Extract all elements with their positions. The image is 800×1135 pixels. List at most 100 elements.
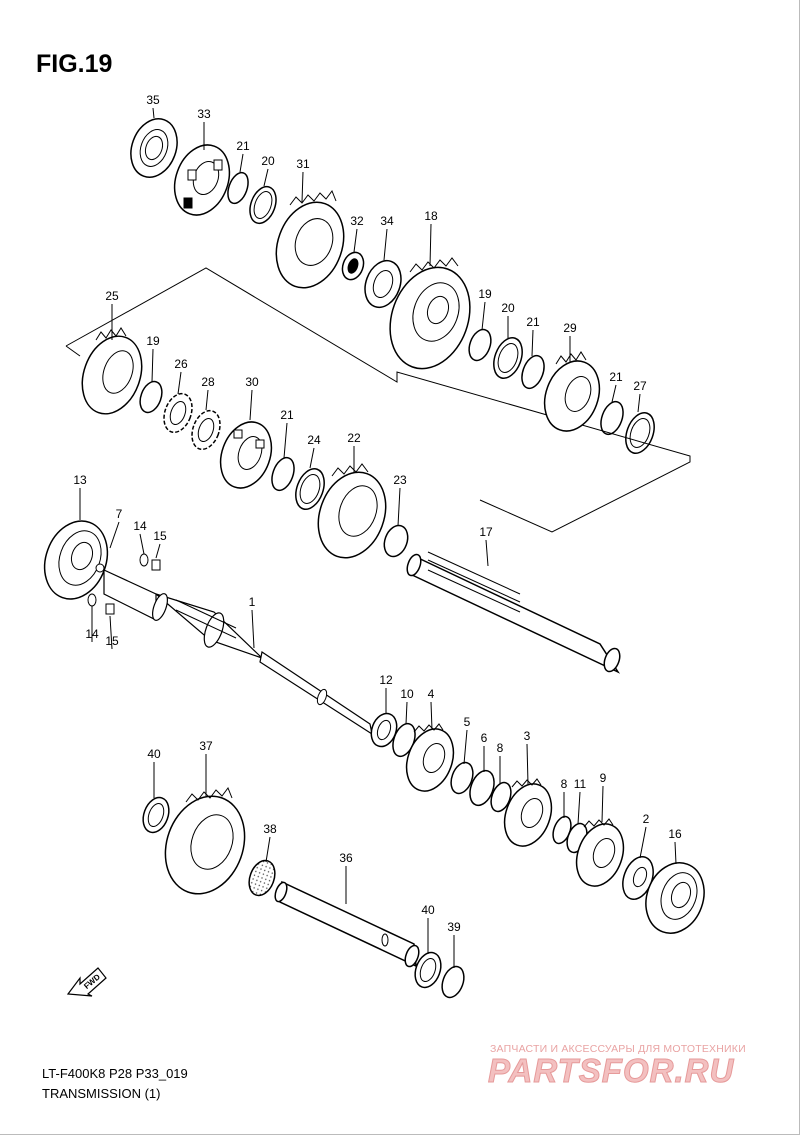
callout-label[interactable]: 29 xyxy=(563,321,577,335)
circlip-8a[interactable] xyxy=(487,780,514,814)
callout-label[interactable]: 26 xyxy=(174,357,188,371)
washer-12[interactable] xyxy=(367,710,401,750)
circlip-21a[interactable] xyxy=(224,170,252,206)
bearing-35[interactable] xyxy=(123,112,185,183)
gear-37[interactable] xyxy=(152,785,258,905)
callout-label[interactable]: 4 xyxy=(428,687,435,701)
callout-label[interactable]: 19 xyxy=(146,334,160,348)
callout-label[interactable]: 21 xyxy=(609,370,623,384)
pin-7[interactable] xyxy=(95,563,105,573)
callout-label[interactable]: 17 xyxy=(479,525,493,539)
washer-24[interactable] xyxy=(291,465,330,513)
callout-label[interactable]: 10 xyxy=(400,687,414,701)
screw-15b[interactable] xyxy=(105,603,115,615)
callout-label[interactable]: 1 xyxy=(249,595,256,609)
gear-18[interactable] xyxy=(377,256,484,380)
leader-line xyxy=(429,223,432,267)
needle-bearing-38[interactable] xyxy=(245,857,280,899)
callout-label[interactable]: 28 xyxy=(201,375,215,389)
bushing-32[interactable] xyxy=(339,249,367,282)
callout-label[interactable]: 40 xyxy=(421,903,435,917)
gear-3[interactable] xyxy=(496,777,559,852)
leader-line xyxy=(109,615,113,650)
gear-22[interactable] xyxy=(307,463,397,568)
circlip-21d[interactable] xyxy=(268,455,298,494)
gear-31[interactable] xyxy=(265,189,355,297)
callout-label[interactable]: 12 xyxy=(379,673,393,687)
group-outline-left xyxy=(65,345,81,357)
callout-label[interactable]: 8 xyxy=(561,777,568,791)
lock-washer-26[interactable] xyxy=(159,390,197,436)
callout-label[interactable]: 37 xyxy=(199,739,213,753)
callout-label[interactable]: 8 xyxy=(497,741,504,755)
callout-label[interactable]: 18 xyxy=(424,209,438,223)
bushing-5[interactable] xyxy=(447,760,477,797)
gear-2[interactable] xyxy=(617,853,658,904)
callout-label[interactable]: 20 xyxy=(261,154,275,168)
bushing-19b[interactable] xyxy=(136,379,166,416)
callout-label[interactable]: 24 xyxy=(307,433,321,447)
washer-40b[interactable] xyxy=(411,949,446,991)
washer-34[interactable] xyxy=(359,256,407,313)
main-shaft-1[interactable] xyxy=(103,569,373,736)
circlip-39[interactable] xyxy=(438,964,468,1001)
screw-15a[interactable] xyxy=(151,559,161,571)
clutch-dog-33[interactable] xyxy=(165,137,238,222)
callout-label[interactable]: 32 xyxy=(350,214,364,228)
lock-washer-28[interactable] xyxy=(187,407,225,453)
shaft-36[interactable] xyxy=(273,880,422,968)
washer-20a[interactable] xyxy=(245,183,281,227)
bearing-13[interactable] xyxy=(34,512,118,608)
bushing-23[interactable] xyxy=(380,522,412,560)
callout-label[interactable]: 16 xyxy=(668,827,682,841)
callout-label[interactable]: 31 xyxy=(296,157,310,171)
leader-line xyxy=(611,384,617,403)
callout-label[interactable]: 40 xyxy=(147,747,161,761)
callout-label[interactable]: 11 xyxy=(574,777,587,791)
callout-label[interactable]: 21 xyxy=(236,139,250,153)
circlip-21b[interactable] xyxy=(518,353,548,392)
bearing-16[interactable] xyxy=(636,855,713,942)
callout-label[interactable]: 14 xyxy=(133,519,147,533)
washer-14b[interactable] xyxy=(87,593,97,607)
washer-27[interactable] xyxy=(621,409,660,457)
gear-4[interactable] xyxy=(398,722,461,797)
callout-label[interactable]: 15 xyxy=(153,529,167,543)
callout-label[interactable]: 35 xyxy=(146,93,160,107)
circlip-21c[interactable] xyxy=(597,399,627,438)
washer-20b[interactable] xyxy=(489,334,528,382)
bushing-19a[interactable] xyxy=(465,327,495,364)
gear-9[interactable] xyxy=(568,817,631,892)
gear-30[interactable] xyxy=(212,415,280,495)
callout-label[interactable]: 6 xyxy=(481,731,488,745)
washer-14a[interactable] xyxy=(139,553,149,567)
callout-label[interactable]: 15 xyxy=(105,634,119,648)
callout-label[interactable]: 30 xyxy=(245,375,259,389)
countershaft-17[interactable] xyxy=(405,551,623,674)
callout-label[interactable]: 3 xyxy=(524,729,531,743)
washer-6[interactable] xyxy=(466,767,499,808)
callout-label[interactable]: 13 xyxy=(73,473,87,487)
gear-29[interactable] xyxy=(535,351,608,439)
callout-label[interactable]: 36 xyxy=(339,851,353,865)
washer-40a[interactable] xyxy=(139,794,174,836)
callout-label[interactable]: 27 xyxy=(633,379,647,393)
callout-label[interactable]: 19 xyxy=(478,287,492,301)
callout-label[interactable]: 33 xyxy=(197,107,211,121)
callout-label[interactable]: 14 xyxy=(85,627,99,641)
callout-label[interactable]: 21 xyxy=(526,315,540,329)
callout-label[interactable]: 25 xyxy=(105,289,119,303)
callout-label[interactable]: 39 xyxy=(447,920,461,934)
callout-label[interactable]: 22 xyxy=(347,431,361,445)
callout-label[interactable]: 20 xyxy=(501,301,515,315)
callout-label[interactable]: 34 xyxy=(380,214,394,228)
callout-label[interactable]: 23 xyxy=(393,473,407,487)
callout-label[interactable]: 2 xyxy=(643,812,650,826)
callout-label[interactable]: 5 xyxy=(464,715,471,729)
gear-25[interactable] xyxy=(72,327,152,422)
callout-label[interactable]: 21 xyxy=(280,408,294,422)
callout-label[interactable]: 7 xyxy=(116,507,123,521)
callout-label[interactable]: 9 xyxy=(600,771,607,785)
callout-label[interactable]: 38 xyxy=(263,822,277,836)
